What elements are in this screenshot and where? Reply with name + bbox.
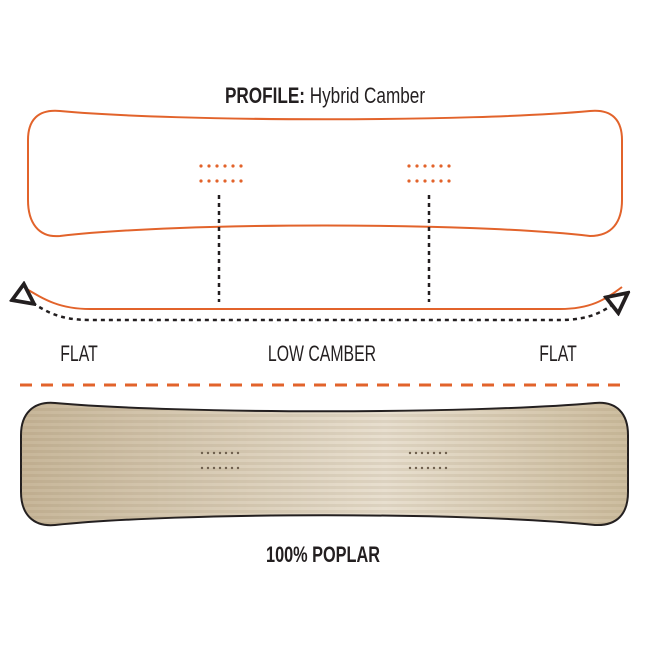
- insert-pattern-right: [407, 164, 451, 183]
- board-core-view: [20, 401, 629, 527]
- board-top-view-outline: [27, 109, 623, 238]
- label-low-camber: LOW CAMBER: [268, 343, 376, 367]
- flex-arrow: [26, 298, 620, 322]
- insert-pattern-left: [199, 164, 243, 183]
- label-flat-left: FLAT: [60, 343, 98, 367]
- label-flat-right: FLAT: [539, 343, 577, 367]
- profile-title: PROFILE:Hybrid Camber: [225, 84, 425, 109]
- board-side-profile: [24, 286, 623, 310]
- core-material-label: 100% POPLAR: [266, 543, 380, 568]
